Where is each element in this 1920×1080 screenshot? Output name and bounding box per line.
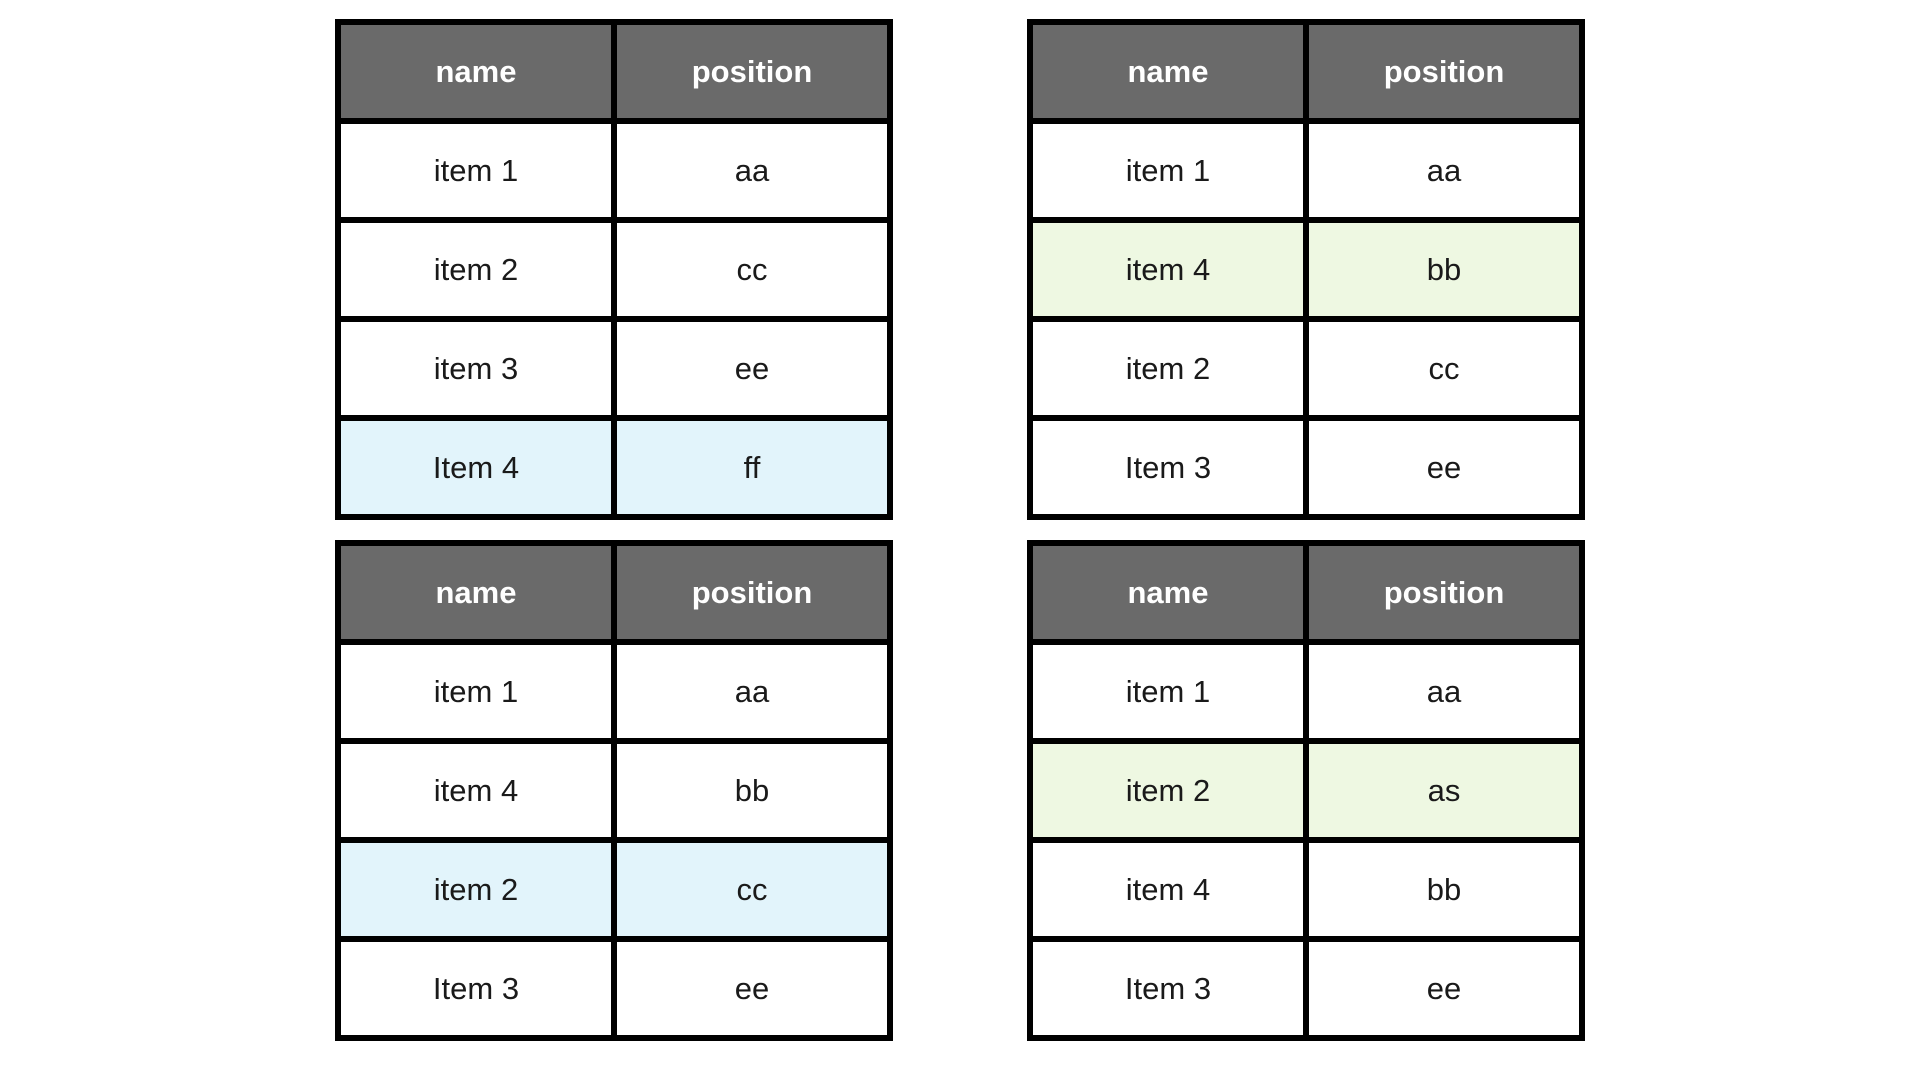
sortable-table: name position item 1 aa item 4 bb item 2…	[335, 540, 893, 1041]
cell-name: item 3	[335, 316, 617, 421]
table-row-highlighted[interactable]: item 2 cc	[335, 837, 893, 942]
cell-position: bb	[1303, 837, 1585, 942]
column-header-name: name	[1027, 19, 1309, 124]
cell-name: item 4	[1027, 837, 1309, 942]
header-row: name position	[1027, 540, 1585, 645]
cell-position: cc	[611, 217, 893, 322]
cell-name: Item 3	[335, 936, 617, 1041]
cell-position: aa	[611, 639, 893, 744]
table-row-highlighted[interactable]: item 2 as	[1027, 738, 1585, 843]
column-header-position: position	[1303, 540, 1585, 645]
sortable-table: name position item 1 aa item 4 bb item 2…	[1027, 19, 1585, 520]
data-table-bottom-right: name position item 1 aa item 2 as item 4…	[1027, 540, 1585, 1041]
cell-name: item 4	[1027, 217, 1309, 322]
cell-name: Item 3	[1027, 415, 1309, 520]
cell-name: Item 4	[335, 415, 617, 520]
cell-position: ee	[1303, 936, 1585, 1041]
cell-position: cc	[1303, 316, 1585, 421]
data-table-top-right: name position item 1 aa item 4 bb item 2…	[1027, 19, 1585, 520]
column-header-position: position	[611, 19, 893, 124]
table-row[interactable]: item 3 ee	[335, 316, 893, 421]
table-row[interactable]: item 2 cc	[335, 217, 893, 322]
cell-name: item 4	[335, 738, 617, 843]
cell-position: bb	[611, 738, 893, 843]
column-header-position: position	[1303, 19, 1585, 124]
header-row: name position	[335, 540, 893, 645]
table-row[interactable]: Item 3 ee	[1027, 936, 1585, 1041]
table-row[interactable]: item 4 bb	[335, 738, 893, 843]
table-row[interactable]: Item 3 ee	[335, 936, 893, 1041]
table-row[interactable]: item 1 aa	[1027, 118, 1585, 223]
cell-position: cc	[611, 837, 893, 942]
cell-name: Item 3	[1027, 936, 1309, 1041]
table-row[interactable]: item 1 aa	[1027, 639, 1585, 744]
table-row[interactable]: item 2 cc	[1027, 316, 1585, 421]
table-row[interactable]: item 1 aa	[335, 639, 893, 744]
cell-position: aa	[611, 118, 893, 223]
cell-position: aa	[1303, 118, 1585, 223]
table-row[interactable]: Item 3 ee	[1027, 415, 1585, 520]
cell-position: ee	[611, 936, 893, 1041]
column-header-name: name	[1027, 540, 1309, 645]
table-row[interactable]: item 1 aa	[335, 118, 893, 223]
data-table-bottom-left: name position item 1 aa item 4 bb item 2…	[335, 540, 893, 1041]
data-table-top-left: name position item 1 aa item 2 cc item 3…	[335, 19, 893, 520]
cell-name: item 1	[1027, 639, 1309, 744]
cell-position: aa	[1303, 639, 1585, 744]
cell-name: item 1	[335, 118, 617, 223]
cell-position: as	[1303, 738, 1585, 843]
cell-name: item 1	[1027, 118, 1309, 223]
table-row-highlighted[interactable]: Item 4 ff	[335, 415, 893, 520]
column-header-name: name	[335, 540, 617, 645]
cell-name: item 2	[335, 217, 617, 322]
table-row[interactable]: item 4 bb	[1027, 837, 1585, 942]
sortable-table: name position item 1 aa item 2 as item 4…	[1027, 540, 1585, 1041]
cell-position: ee	[611, 316, 893, 421]
cell-position: ff	[611, 415, 893, 520]
cell-name: item 2	[1027, 316, 1309, 421]
cell-name: item 1	[335, 639, 617, 744]
cell-name: item 2	[1027, 738, 1309, 843]
table-row-highlighted[interactable]: item 4 bb	[1027, 217, 1585, 322]
cell-position: ee	[1303, 415, 1585, 520]
column-header-position: position	[611, 540, 893, 645]
cell-position: bb	[1303, 217, 1585, 322]
sortable-table: name position item 1 aa item 2 cc item 3…	[335, 19, 893, 520]
cell-name: item 2	[335, 837, 617, 942]
header-row: name position	[1027, 19, 1585, 124]
header-row: name position	[335, 19, 893, 124]
column-header-name: name	[335, 19, 617, 124]
